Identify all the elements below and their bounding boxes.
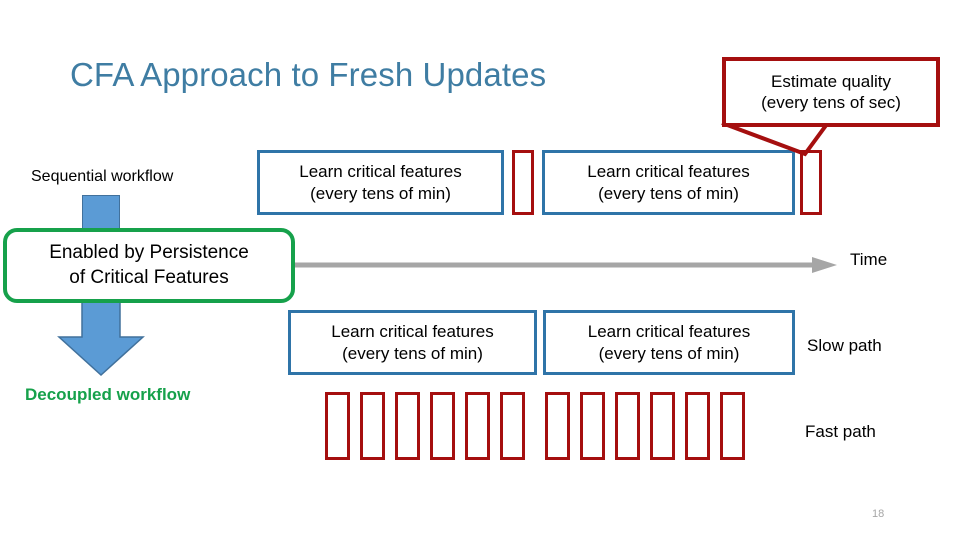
page-number: 18	[872, 508, 885, 520]
fast-path-tick	[500, 392, 525, 460]
enabled-by-persistence-box: Enabled by Persistence of Critical Featu…	[3, 228, 295, 303]
fast-path-tick	[685, 392, 710, 460]
top-row-box-1-line-2: (every tens of min)	[310, 183, 451, 203]
page-title: CFA Approach to Fresh Updates	[70, 56, 547, 93]
fast-path-tick	[720, 392, 745, 460]
top-row-box-1: Learn critical features (every tens of m…	[257, 150, 504, 215]
sequential-workflow-label: Sequential workflow	[31, 168, 174, 185]
slow-path-box-2: Learn critical features (every tens of m…	[543, 310, 795, 375]
top-row-estimate-marker-1	[512, 150, 534, 215]
flow-arrow-stem-top	[82, 195, 120, 231]
fast-path-tick	[360, 392, 385, 460]
time-label: Time	[850, 250, 888, 269]
fast-path-tick	[430, 392, 455, 460]
slow-path-box-2-line-1: Learn critical features	[587, 322, 751, 342]
fast-path-tick	[545, 392, 570, 460]
fast-path-tick	[580, 392, 605, 460]
callout-line-2: (every tens of sec)	[761, 93, 901, 112]
slow-path-box-1: Learn critical features (every tens of m…	[288, 310, 537, 375]
green-box-line-2: of Critical Features	[69, 266, 229, 288]
decoupled-workflow-label: Decoupled workflow	[25, 385, 191, 404]
fast-path-label: Fast path	[805, 422, 876, 441]
fast-path-tick	[395, 392, 420, 460]
slow-path-label: Slow path	[807, 336, 882, 355]
fast-path-tick	[325, 392, 350, 460]
time-axis-arrow	[292, 257, 837, 273]
slow-path-box-1-line-2: (every tens of min)	[342, 343, 483, 363]
fast-path-tick	[615, 392, 640, 460]
estimate-quality-callout: Estimate quality (every tens of sec)	[722, 57, 940, 127]
flow-arrow-down-icon	[57, 299, 145, 377]
callout-line-1: Estimate quality	[771, 71, 891, 91]
top-row-box-1-line-1: Learn critical features	[299, 162, 462, 182]
green-box-line-1: Enabled by Persistence	[49, 242, 249, 264]
top-row-box-2: Learn critical features (every tens of m…	[542, 150, 795, 215]
slow-path-box-1-line-1: Learn critical features	[331, 322, 494, 342]
top-row-box-2-line-2: (every tens of min)	[598, 183, 739, 203]
top-row-estimate-marker-2	[800, 150, 822, 215]
fast-path-tick	[465, 392, 490, 460]
top-row-box-2-line-1: Learn critical features	[587, 162, 750, 182]
slow-path-box-2-line-2: (every tens of min)	[598, 343, 740, 363]
fast-path-tick	[650, 392, 675, 460]
